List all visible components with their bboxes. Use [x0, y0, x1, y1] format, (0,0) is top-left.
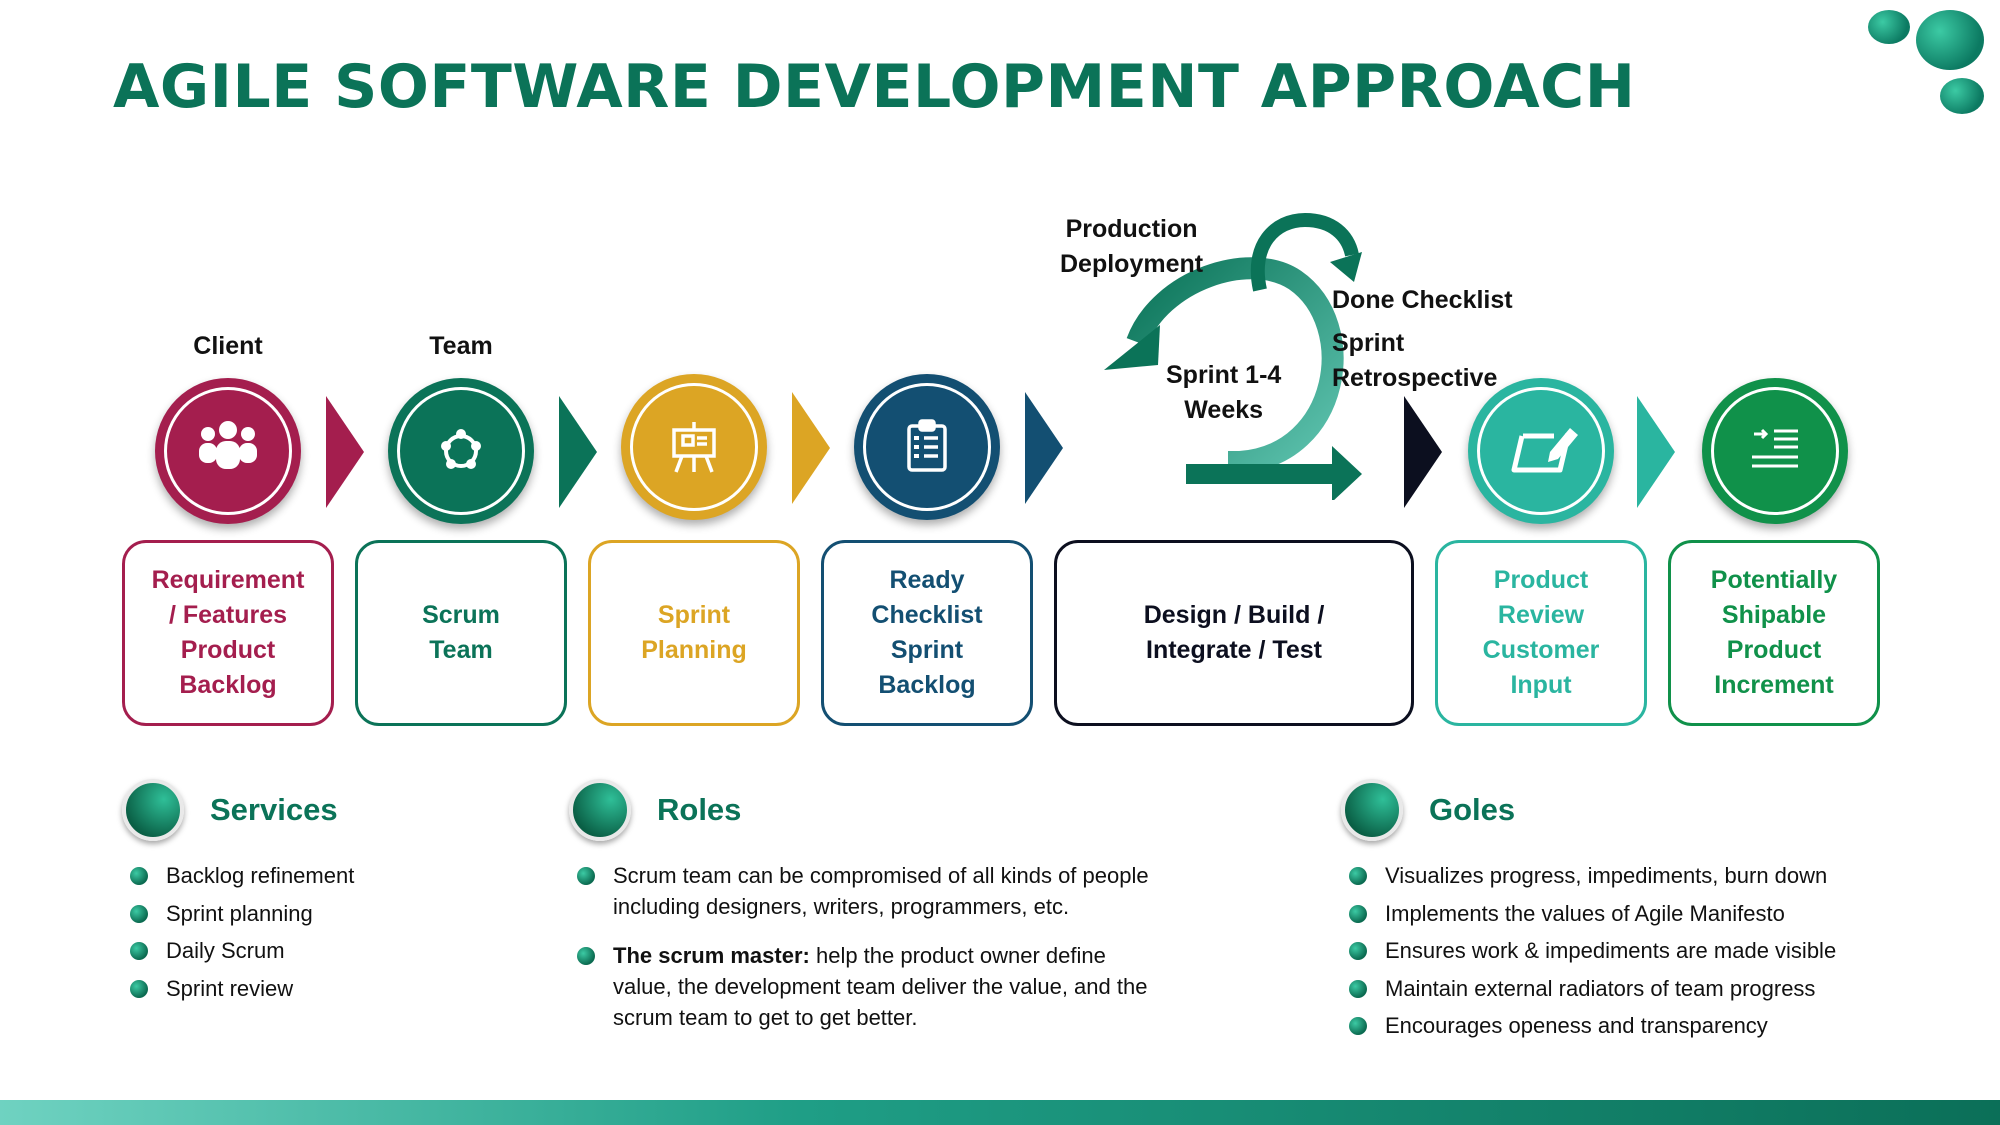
flow-arrow-3	[792, 392, 830, 504]
step-box-shippable-increment: Potentially Shipable Product Increment	[1668, 540, 1880, 726]
flow-arrow-1	[326, 396, 364, 508]
presentation-board-icon	[672, 422, 716, 473]
list-item: Visualizes progress, impediments, burn d…	[1349, 860, 1969, 891]
decorative-dot-medium	[1940, 78, 1984, 114]
scrum-master-label: The scrum master:	[613, 943, 810, 968]
section-bullet-icon	[122, 779, 184, 841]
step-box-sprint-planning: Sprint Planning	[588, 540, 800, 726]
team-label: Team	[429, 332, 493, 360]
tablet-pen-icon	[1511, 428, 1578, 473]
step-box-ready-checklist: Ready Checklist Sprint Backlog	[821, 540, 1033, 726]
section-bullet-icon	[569, 779, 631, 841]
step-box-scrum-team: Scrum Team	[355, 540, 567, 726]
clipboard-checklist-icon	[907, 419, 947, 472]
sprint-retrospective-label: Sprint Retrospective	[1332, 329, 1498, 392]
sprint-cycle-icon	[1104, 212, 1362, 500]
bullet-icon	[577, 947, 595, 965]
slide-title: AGILE SOFTWARE DEVELOPMENT APPROACH	[113, 52, 1636, 122]
bullet-icon	[1349, 979, 1367, 998]
goles-title: Goles	[1429, 792, 1516, 827]
planning-circle	[621, 374, 767, 520]
flow-arrow-4	[1025, 392, 1063, 504]
list-item: Maintain external radiators of team prog…	[1349, 973, 1969, 1004]
bullet-icon	[130, 942, 148, 960]
list-item: Sprint planning	[130, 898, 530, 929]
flow-arrow-2	[559, 396, 597, 508]
sprint-duration-label: Sprint 1-4 Weeks	[1166, 361, 1282, 424]
list-item: Backlog refinement	[130, 860, 530, 891]
list-item: Ensures work & impediments are made visi…	[1349, 935, 1969, 966]
list-item: Encourages openess and transparency	[1349, 1010, 1969, 1041]
decorative-dot-large	[1916, 10, 1984, 70]
services-list: Backlog refinement Sprint planning Daily…	[130, 860, 530, 1010]
bullet-icon	[1349, 904, 1367, 923]
bullet-icon	[1349, 867, 1367, 885]
services-header: Services	[122, 779, 338, 841]
checklist-circle	[854, 374, 1000, 520]
footer-bar	[0, 1100, 2000, 1125]
step-box-product-review: Product Review Customer Input	[1435, 540, 1647, 726]
section-bullet-icon	[1341, 779, 1403, 841]
flow-arrow-5	[1404, 396, 1442, 508]
list-item: Daily Scrum	[130, 935, 530, 966]
goles-header: Goles	[1341, 779, 1515, 841]
bullet-icon	[130, 904, 148, 923]
step-box-backlog: Requirement / Features Product Backlog	[122, 540, 334, 726]
services-title: Services	[210, 792, 338, 827]
bullet-icon	[130, 867, 148, 885]
list-item: The scrum master: help the product owner…	[577, 940, 1157, 1033]
bullet-icon	[1349, 942, 1367, 960]
review-circle	[1468, 378, 1614, 524]
done-checklist-label: Done Checklist	[1332, 286, 1513, 314]
roles-header: Roles	[569, 779, 741, 841]
bullet-icon	[577, 867, 595, 885]
increment-circle	[1702, 378, 1848, 524]
decorative-dot-small	[1868, 10, 1910, 44]
production-deployment-label: Production Deployment	[1060, 215, 1204, 278]
bullet-icon	[130, 979, 148, 998]
list-item: Sprint review	[130, 973, 530, 1004]
list-item: Implements the values of Agile Manifesto	[1349, 898, 1969, 929]
team-network-icon	[441, 429, 481, 469]
list-item: Scrum team can be compromised of all kin…	[577, 860, 1157, 922]
team-circle	[388, 378, 534, 524]
step-box-design-build: Design / Build / Integrate / Test	[1054, 540, 1414, 726]
people-group-icon	[199, 421, 257, 469]
goles-list: Visualizes progress, impediments, burn d…	[1349, 860, 1969, 1048]
indent-list-icon	[1752, 428, 1798, 468]
roles-list: Scrum team can be compromised of all kin…	[577, 860, 1157, 1051]
roles-title: Roles	[657, 792, 742, 827]
bullet-icon	[1349, 1017, 1367, 1035]
flow-arrow-6	[1637, 396, 1675, 508]
client-circle	[155, 378, 301, 524]
client-label: Client	[193, 332, 263, 360]
